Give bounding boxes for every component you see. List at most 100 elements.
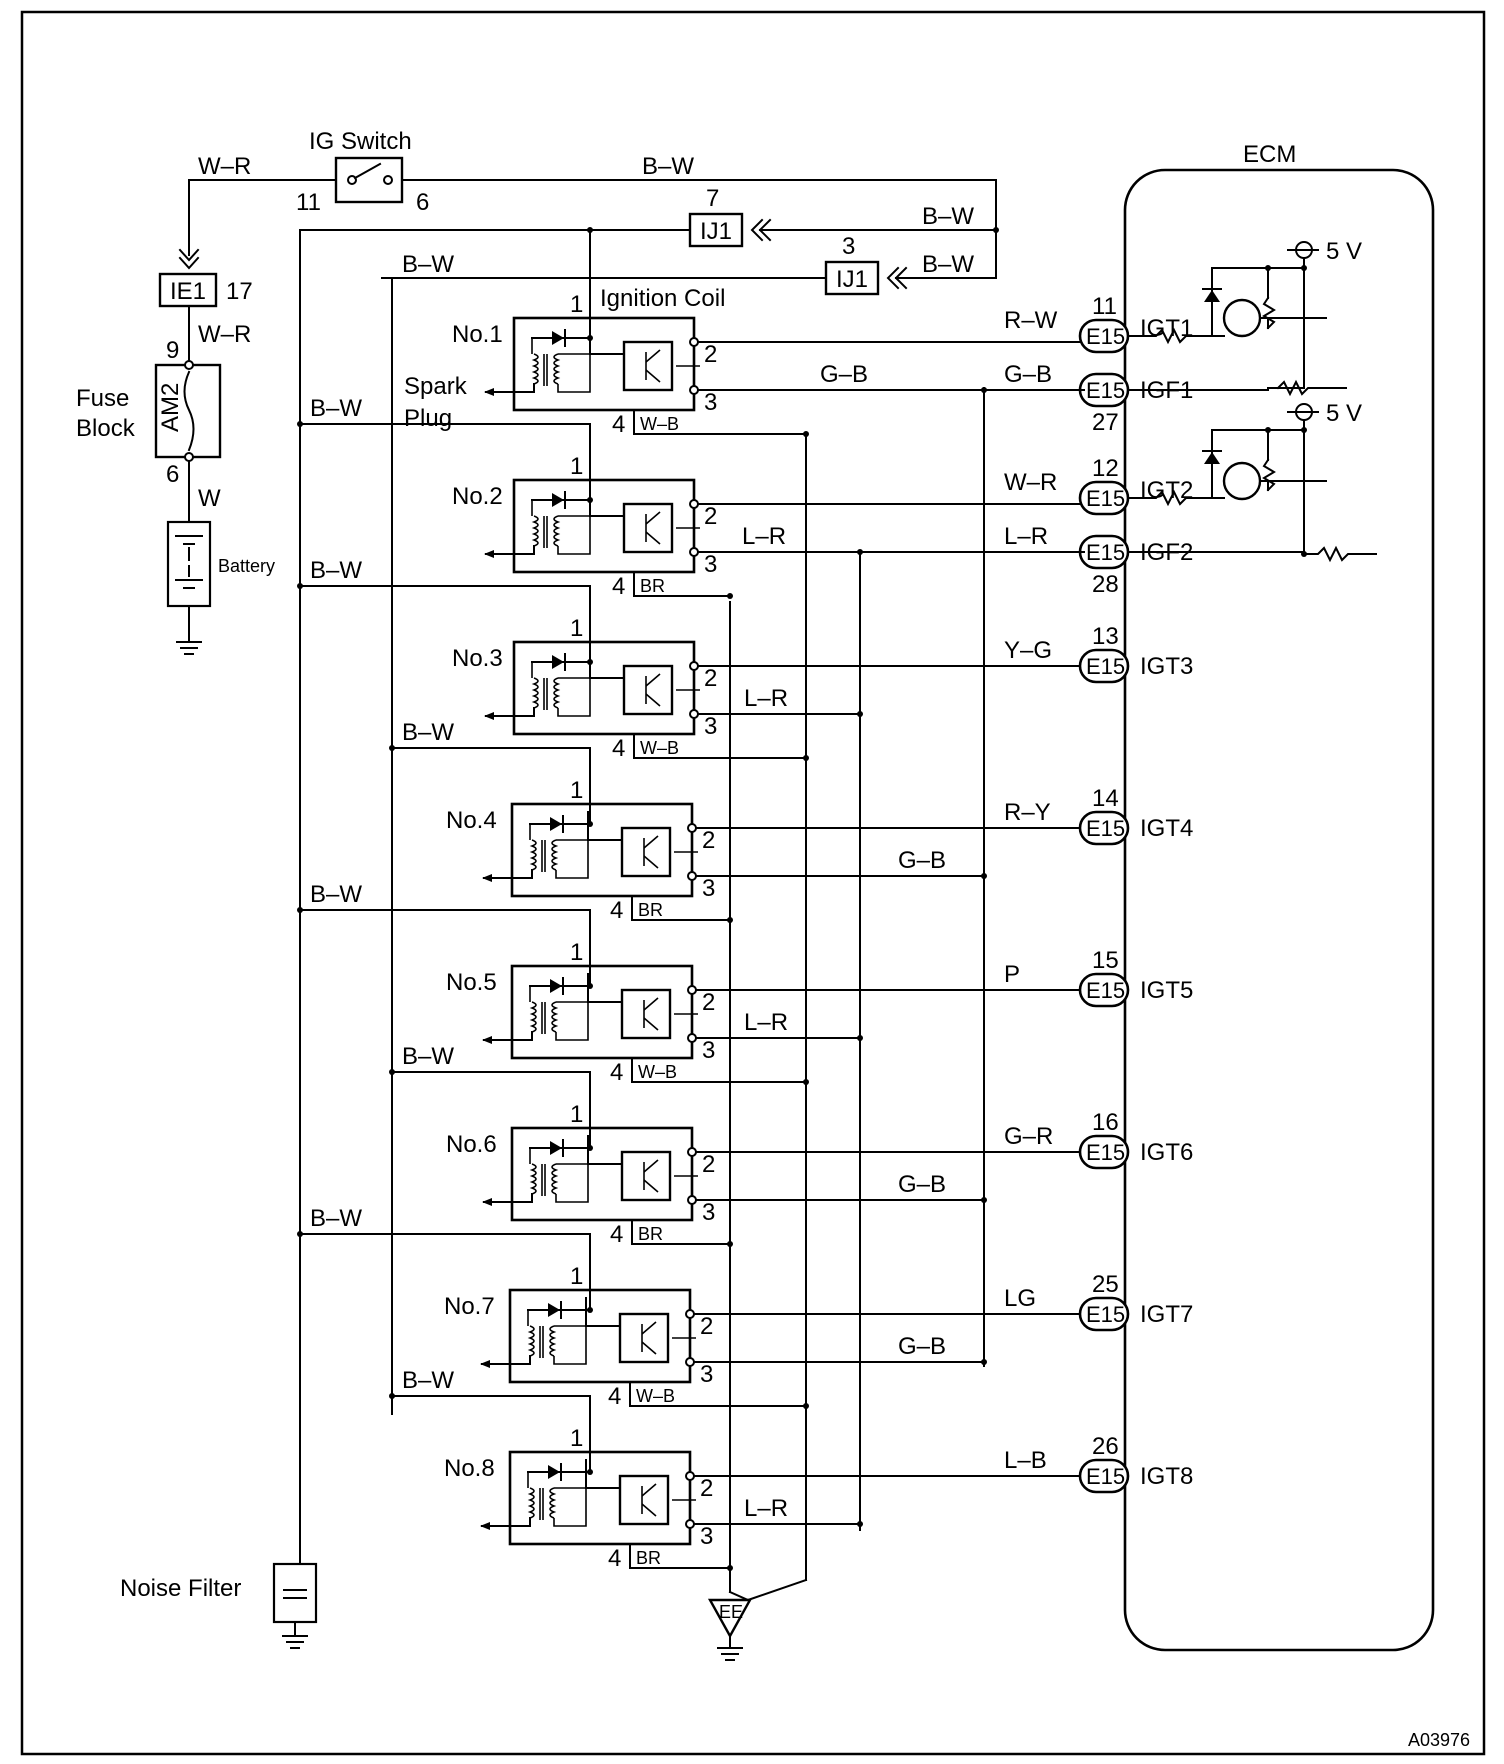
coil-pin-4: 4 — [608, 1545, 621, 1572]
pin-number: 16 — [1092, 1109, 1119, 1136]
transistor-collector — [643, 835, 659, 849]
connector-label: E15 — [1086, 978, 1125, 1003]
diode-icon — [548, 1303, 560, 1317]
wire-label-b-w: B–W — [310, 395, 362, 422]
ground-wire-label: W–B — [640, 738, 679, 758]
transistor-emitter — [643, 1179, 659, 1193]
transistor-emitter — [645, 369, 661, 383]
coil-name: No.8 — [444, 1455, 495, 1482]
transistor-emitter — [643, 855, 659, 869]
ig-switch: IG Switch 11 6 B–W — [296, 128, 997, 279]
secondary-winding — [551, 839, 559, 871]
coil-pin-2: 2 — [704, 665, 717, 692]
wire-label: L–R — [1004, 523, 1048, 550]
coil-pin-2: 2 — [702, 1151, 715, 1178]
primary-winding — [527, 1325, 535, 1357]
wire-label: W–R — [1004, 469, 1057, 496]
coil-circuit — [557, 515, 591, 555]
igf-wire-label: G–B — [820, 361, 868, 388]
junction-dot — [981, 387, 987, 393]
ecm-pins: E1511IGT1R–WE1527IGF1G–BE1512IGT2W–RE152… — [693, 293, 1305, 1494]
coil-pin-2-terminal — [689, 337, 699, 347]
spark-plug-arrow-icon — [480, 1360, 490, 1368]
ground-wire-label: BR — [638, 900, 663, 920]
wire-label: R–W — [1004, 307, 1058, 334]
coil-circuit — [553, 1487, 587, 1527]
secondary-winding — [549, 1487, 557, 1519]
svg-text:7: 7 — [706, 185, 719, 212]
igniter-icon — [620, 988, 672, 1040]
coil-pin-2: 2 — [702, 989, 715, 1016]
noise-filter-label: Noise Filter — [120, 1575, 241, 1602]
secondary-winding — [553, 677, 561, 709]
connector-label: E15 — [1086, 324, 1125, 349]
transistor-emitter — [643, 1017, 659, 1031]
junction-dot — [297, 583, 303, 589]
figure-id: A03976 — [1408, 1730, 1470, 1750]
coil-circuit — [555, 1001, 589, 1041]
secondary-winding — [551, 1001, 559, 1033]
coil-pin-3-terminal — [689, 709, 699, 719]
igniter-icon — [618, 1474, 670, 1526]
coil-name: No.4 — [446, 807, 497, 834]
coil-pin-2-terminal — [687, 1147, 697, 1157]
coil-pin-1: 1 — [570, 1263, 583, 1290]
coil-pin-3: 3 — [702, 1199, 715, 1226]
ecm-label: ECM — [1243, 141, 1296, 168]
coil-pin-2-terminal — [685, 1309, 695, 1319]
junction-dot — [857, 711, 863, 717]
spark-plug-arrow-icon — [484, 550, 494, 558]
primary-winding — [531, 677, 539, 709]
coil-pin-3: 3 — [700, 1361, 713, 1388]
diode-icon — [548, 1465, 560, 1479]
spark-plug-arrow-icon — [484, 388, 494, 396]
coil-pin-4: 4 — [612, 735, 625, 762]
fuse-pin-top: 9 — [166, 337, 179, 364]
coil-name: No.3 — [452, 645, 503, 672]
igniter-icon — [620, 826, 672, 878]
ecm-igt2-driver: 5 V — [1202, 400, 1377, 563]
wire-label-b-w: B–W — [402, 719, 454, 746]
fuse-pin-bottom: 6 — [166, 461, 179, 488]
svg-text:B–W: B–W — [922, 203, 974, 230]
wire-label-b-w: B–W — [310, 1205, 362, 1232]
igf-wire-label: L–R — [744, 1495, 788, 1522]
wire-label: P — [1004, 961, 1020, 988]
connector-label: E15 — [1086, 816, 1125, 841]
ig-switch-label: IG Switch — [309, 128, 412, 155]
coil-pin-1: 1 — [570, 615, 583, 642]
junction-dot — [297, 1231, 303, 1237]
coil-circuit — [555, 839, 589, 879]
coil-pin-2: 2 — [700, 1313, 713, 1340]
igt-resistor-icon — [1127, 327, 1225, 345]
pin-number: 26 — [1092, 1433, 1119, 1460]
ecm-box — [1123, 168, 1435, 1652]
transistor-collector — [643, 1159, 659, 1173]
igniter-icon — [620, 1150, 672, 1202]
primary-winding — [529, 1163, 537, 1195]
igniter-icon — [622, 340, 674, 392]
junction-dot — [857, 1035, 863, 1041]
igf-wire-label: L–R — [744, 1009, 788, 1036]
coil-pin-1: 1 — [570, 1425, 583, 1452]
ie1-label: IE1 — [170, 278, 206, 305]
secondary-winding — [549, 1325, 557, 1357]
coil-pin-4: 4 — [610, 1059, 623, 1086]
wire-label: LG — [1004, 1285, 1036, 1312]
coil-pin-2: 2 — [700, 1475, 713, 1502]
coil-pin-1: 1 — [570, 1101, 583, 1128]
pin-number: 15 — [1092, 947, 1119, 974]
power-supply: W–R IE1 17 W–R 9 AM2 Fuse Block 6 W Batt… — [76, 153, 337, 655]
spark-plug-arrow-icon — [482, 1036, 492, 1044]
coil-circuit — [555, 1163, 589, 1203]
transistor-emitter — [641, 1503, 657, 1517]
wire-label: G–R — [1004, 1123, 1053, 1150]
primary-winding — [531, 353, 539, 385]
ie1-pin: 17 — [226, 278, 253, 305]
spark-plug-arrow-icon — [482, 874, 492, 882]
ground-wire-label: BR — [640, 576, 665, 596]
